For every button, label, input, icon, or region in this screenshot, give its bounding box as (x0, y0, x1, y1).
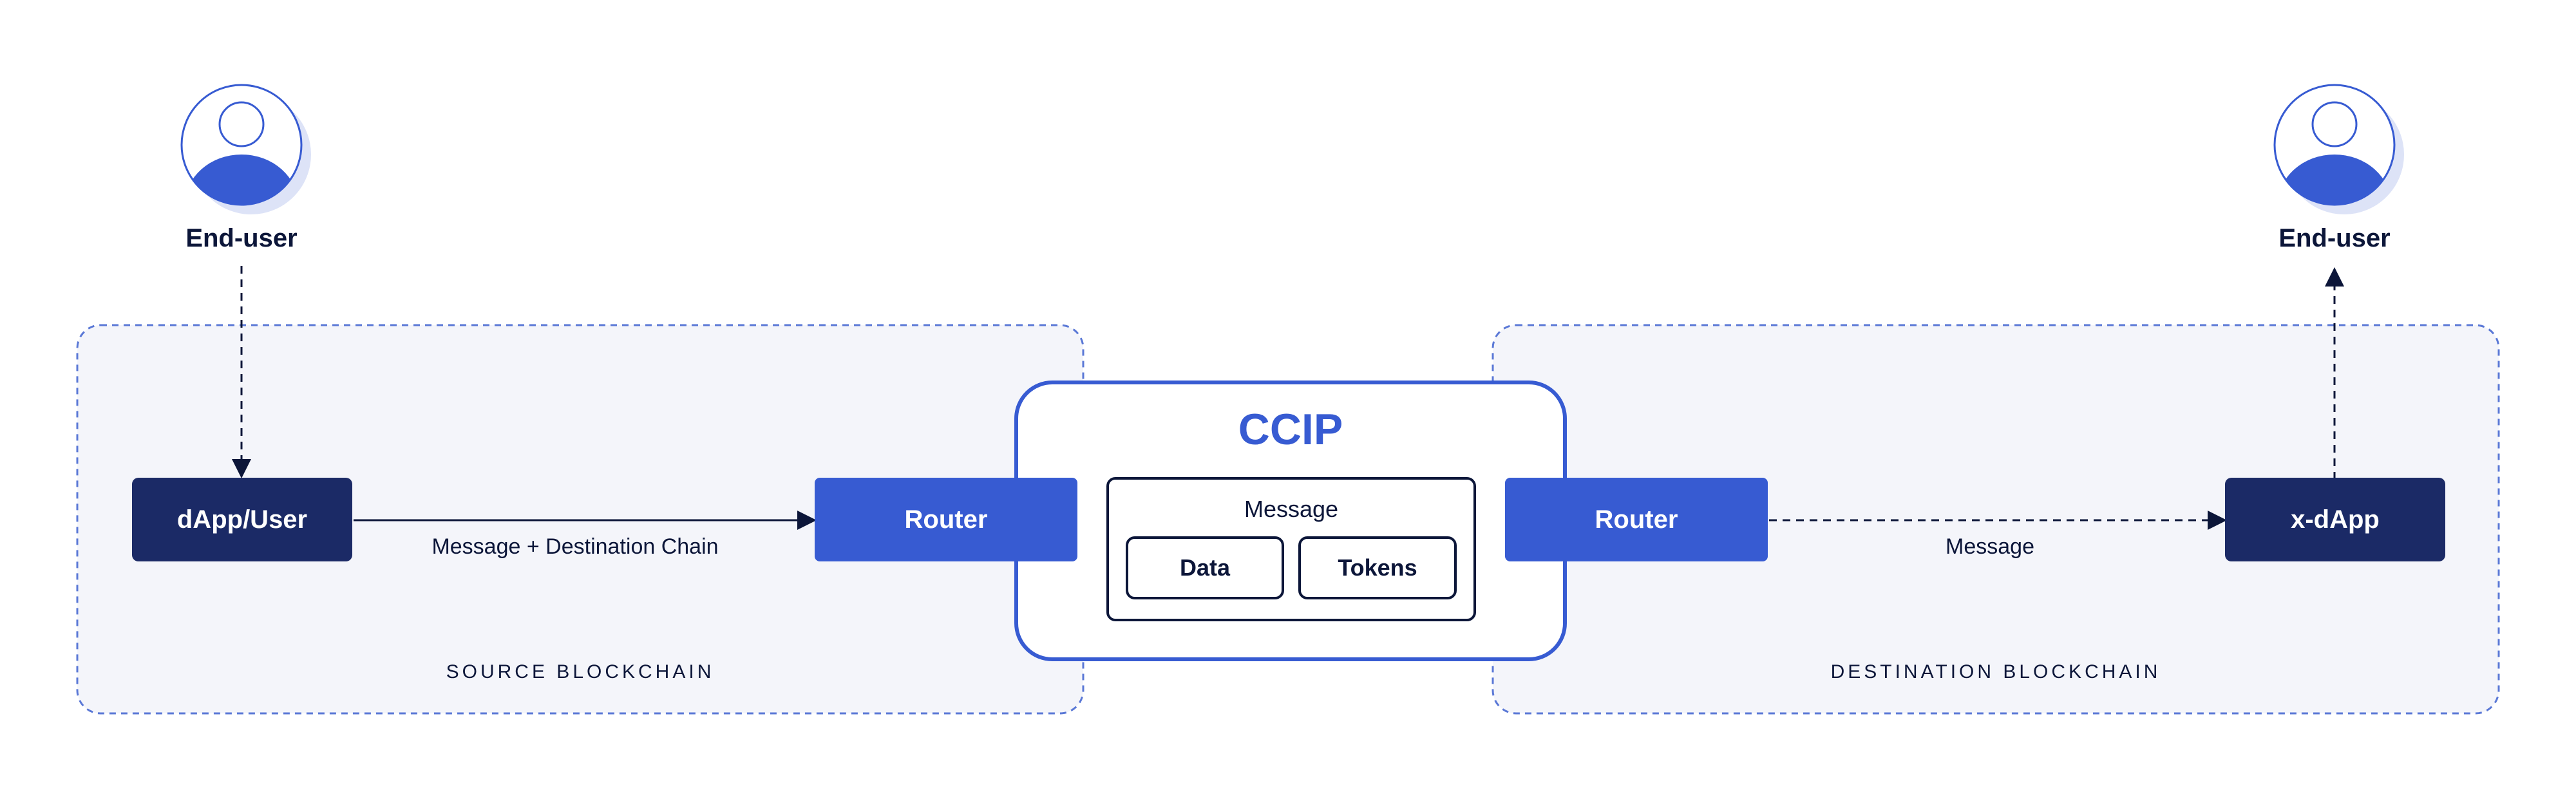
destination-router-node (1505, 478, 1768, 561)
message-destination-chain-label: Message + Destination Chain (431, 534, 718, 559)
data-box (1126, 536, 1284, 599)
dapp-user-label: dApp/User (177, 505, 307, 534)
end-user-label-destination: End-user (2278, 224, 2390, 252)
message-edge-label: Message (1946, 534, 2034, 559)
source-router-label: Router (905, 505, 988, 534)
end-user-label-source: End-user (185, 224, 297, 252)
ccip-title: CCIP (1238, 405, 1343, 454)
destination-blockchain-label: DESTINATION BLOCKCHAIN (1831, 661, 2161, 682)
source-router-node (815, 478, 1077, 561)
data-label: Data (1180, 554, 1231, 581)
xdapp-node (2225, 478, 2445, 561)
message-box-title: Message (1244, 496, 1338, 522)
tokens-label: Tokens (1338, 554, 1417, 581)
dapp-user-node (132, 478, 352, 561)
tokens-box (1298, 536, 1457, 599)
xdapp-label: x-dApp (2291, 505, 2380, 534)
destination-router-label: Router (1595, 505, 1678, 534)
source-blockchain-label: SOURCE BLOCKCHAIN (446, 661, 715, 682)
end-user-avatar-source (180, 84, 311, 214)
end-user-avatar-destination (2273, 84, 2404, 214)
